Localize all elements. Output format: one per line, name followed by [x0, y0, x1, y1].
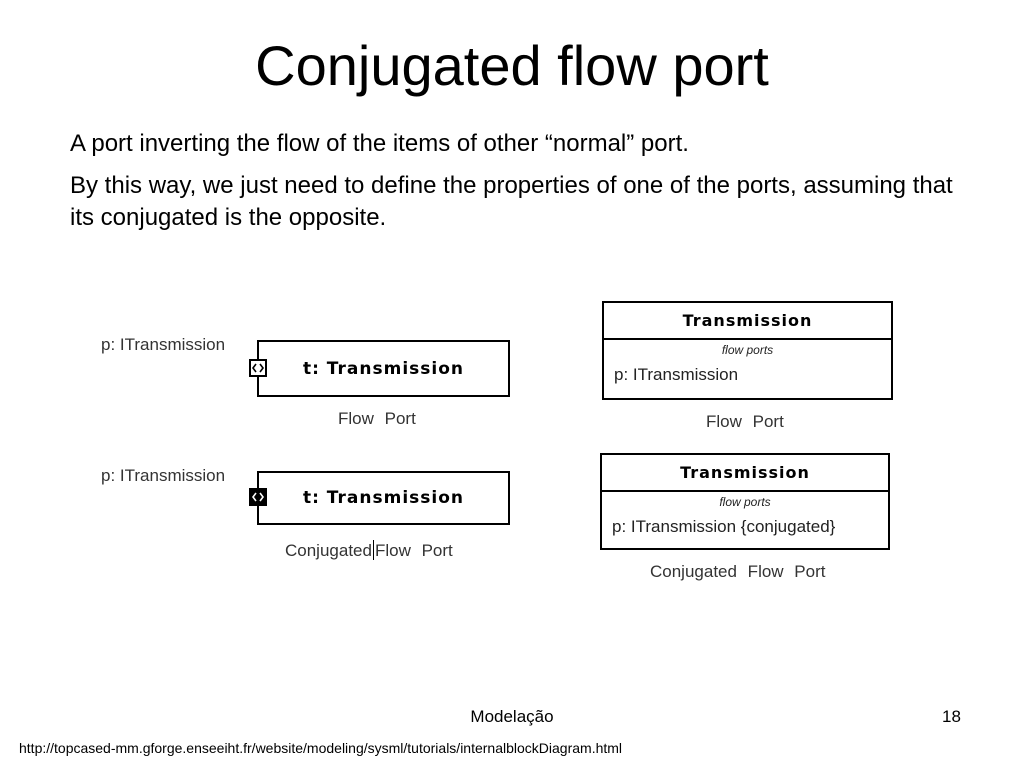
- transmission-block: Transmission flow ports p: ITransmission: [602, 301, 893, 400]
- block-property: p: ITransmission {conjugated}: [612, 517, 836, 536]
- transmission-part-box-conjugated: t: Transmission: [257, 471, 510, 525]
- slide-title: Conjugated flow port: [255, 34, 769, 97]
- slide-paragraph-2: By this way, we just need to define the …: [70, 172, 953, 231]
- part-label: t: Transmission: [302, 358, 465, 379]
- conjugated-port-label: p: ITransmission: [101, 466, 226, 485]
- block-property: p: ITransmission: [614, 365, 739, 384]
- caption-flow-port-words: Flow Port: [374, 541, 453, 560]
- block-name: Transmission: [602, 455, 888, 492]
- block-name: Transmission: [604, 303, 891, 340]
- conjugated-block-caption: Conjugated Flow Port: [650, 562, 826, 581]
- slide-paragraph-1: A port inverting the flow of the items o…: [70, 130, 689, 157]
- transmission-block-conjugated: Transmission flow ports p: ITransmission…: [600, 453, 890, 550]
- part-label: t: Transmission: [302, 488, 465, 508]
- text-cursor: [372, 540, 374, 560]
- compartment-label: flow ports: [721, 343, 774, 357]
- page-number: 18: [942, 707, 961, 726]
- transmission-part-box: t: Transmission: [257, 340, 510, 397]
- flow-port-caption: Flow Port: [338, 409, 416, 428]
- flow-block-caption: Flow Port: [706, 412, 784, 431]
- conjugated-flow-port-icon: [249, 488, 267, 506]
- flow-port-arrows-icon: [249, 359, 267, 377]
- source-url[interactable]: http://topcased-mm.gforge.enseeiht.fr/we…: [19, 740, 623, 756]
- flow-port-label: p: ITransmission: [101, 335, 226, 354]
- footer-title: Modelação: [470, 707, 554, 726]
- caption-conjugated-word: Conjugated: [285, 541, 372, 560]
- compartment-label: flow ports: [719, 495, 771, 509]
